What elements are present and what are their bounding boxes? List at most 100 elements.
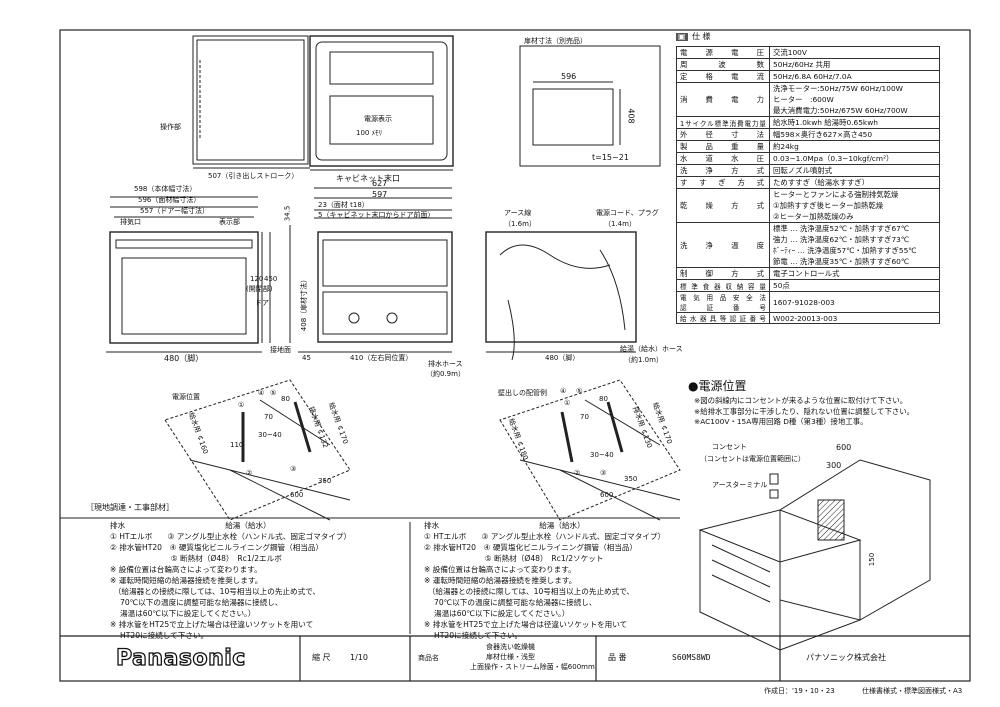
cord-len: （1.4m） (604, 220, 636, 228)
sheet-border (59, 29, 971, 682)
spec-key: 消 費 電 力 (676, 82, 770, 117)
spec-value: 電子コントロール式 (769, 267, 940, 280)
piping-right-n3: ③ (600, 469, 607, 477)
piping-right-d350: 350 (624, 475, 638, 483)
outlet-label-2: （コンセントは電源位置範囲に） (700, 455, 805, 463)
side-dim-597: 597 (372, 190, 388, 199)
model-label: 品 番 (608, 653, 627, 662)
piping-left-n2: ② (246, 469, 253, 477)
spec-value: ヒーターとファンによる強制排気乾燥 ①加熱すすぎ後ヒーター加熱乾燥 ②ヒーター加… (769, 188, 940, 223)
piping-left-d80: 80 (281, 395, 290, 403)
product-name-3: 上面操作・ストリーム除菌・幅600mm (470, 663, 595, 671)
maker-name: パナソニック株式会社 (806, 653, 886, 662)
piping-left-d600: 600 (290, 491, 304, 499)
side-dim-410: 410（左右同位置） (350, 354, 413, 362)
site-left-note-7: HT20に接続して下さい。 (110, 631, 209, 640)
power-hatched-zone (817, 499, 845, 541)
spec-key: 電気用品安全法 認 証 番 号 (676, 291, 770, 313)
spec-row: 洗 浄 方 式回転ノズル噴射式 (676, 164, 940, 177)
spec-value: 洗浄モーター:50Hz/75W 60Hz/100W ヒーター :600W 最大消… (769, 82, 940, 117)
piping-left-d70: 70 (264, 413, 273, 421)
piping-right-n4: ④ (560, 387, 567, 395)
piping-left-floor (164, 379, 351, 521)
site-right-row-3: ⑤ 断熱材（Ø48） Rc1/2ソケット (424, 554, 604, 563)
power-note-1: ※図の斜線内にコンセントが来るような位置に取付けて下さい。 (694, 396, 908, 405)
site-right-row-1: ① HTエルボ ③ アングル型止水栓（ハンドル式、固定ゴマタイプ） (424, 532, 666, 541)
power-note-2: ※給排水工事部分に干渉したり、隠れない位置に調整して下さい。 (694, 406, 915, 416)
spec-key: 定 格 電 流 (676, 70, 770, 83)
piping-right-d70: 70 (580, 413, 589, 421)
spec-value: 交流100V (769, 46, 940, 59)
site-right-note-7: HT20に接続して下さい。 (424, 631, 523, 640)
drawer-stroke: 507（引き出しストローク） (208, 172, 299, 180)
spec-key: 制 御 方 式 (676, 267, 770, 280)
spec-row: 乾 燥 方 式ヒーターとファンによる強制排気乾燥 ①加熱すすぎ後ヒーター加熱乾燥… (676, 188, 940, 223)
top-view-body (309, 35, 454, 167)
cord-label: 電源コード、プラグ (596, 209, 659, 217)
spec-key: 給水器具等認証番号 (676, 312, 770, 324)
panel-display-label: 電源表示 (364, 115, 392, 123)
feed-hose-len: （約1.0m） (624, 356, 663, 364)
spec-value: ためすすぎ（給湯水すすぎ） (769, 176, 940, 189)
drain-hose-len: （約0.9m） (426, 370, 465, 378)
scale-value: 1/10 (350, 653, 368, 662)
piping-right-d80: 80 (599, 395, 608, 403)
door-material-panel (532, 88, 614, 146)
spec-key: 外 径 寸 法 (676, 128, 770, 141)
earth-len: （1.6m） (504, 220, 536, 228)
site-right-row-2: ② 排水管HT20 ④ 硬質塩化ビニルライニング鋼管（相当品） (424, 543, 638, 552)
front-dim-345: 34.5 (283, 205, 292, 222)
site-right: 排水給湯（給水） ① HTエルボ ③ アングル型止水栓（ハンドル式、固定ゴマタイ… (424, 520, 665, 641)
spec-row: 洗 浄 温 度標準 … 洗浄温度52℃・加熱すすぎ67℃ 強力 … 洗浄温度62… (676, 222, 940, 268)
spec-key: す す ぎ 方 式 (676, 176, 770, 189)
piping-right-n1: ① (564, 399, 571, 407)
piping-right-title: 壁出しの配管例 (498, 389, 547, 397)
spec-key: 乾 燥 方 式 (676, 188, 770, 223)
side-dim-627: 627 (372, 179, 388, 188)
piping-left-title: 電源位置 (172, 393, 200, 401)
site-left-row-3: ⑤ 断熱材（Ø48） Rc1/2エルボ (110, 554, 282, 563)
piping-left-n1: ① (238, 401, 245, 409)
panasonic-logo: Panasonic (115, 646, 246, 671)
spec-key: 製 品 重 量 (676, 140, 770, 153)
site-title: ［現地調達・工事部材］ (86, 503, 174, 512)
front-dim-450: 450 (264, 275, 278, 283)
top-view-drawer (192, 35, 309, 165)
door-material-width: 596 (561, 72, 577, 81)
spec-value: 50Hz/6.8A 60Hz/7.0A (769, 70, 940, 83)
door-label: ドア (255, 299, 269, 307)
site-left-row-2: ② 排水管HT20 ④ 硬質塩化ビニルライニング鋼管（相当品） (110, 543, 324, 552)
power-d300: 300 (826, 461, 842, 470)
piping-right-floor (499, 379, 681, 521)
front-dim-408: 408（扉材寸法） (300, 275, 309, 332)
piping-left-d350: 350 (318, 477, 332, 485)
spec-key: 周 波 数 (676, 58, 770, 71)
spec-key: 標準食器収納容量 (676, 279, 770, 292)
front-dim-598: 598（本体幅寸法） (134, 185, 197, 193)
power-d600: 600 (836, 443, 852, 452)
product-name-label: 商品名 (418, 654, 439, 662)
floor-label: 接地面 (270, 346, 291, 354)
site-right-note-4: 70℃以下の温度に調整可能な給湯器に接続し、 (424, 598, 597, 607)
side-dim-5: 5（キャビネット末口からドア前面） (318, 211, 435, 219)
site-left-note-3: （給湯器との接続に際しては、10号相当以上の先止め式で、 (110, 587, 321, 596)
piping-left-d110: 110 (230, 441, 244, 449)
earth-terminal-label: アースターミナル (712, 481, 768, 489)
site-left-drain-hd: 排水 (110, 521, 126, 530)
front-dim-557: 557（ドアー幅寸法） (140, 207, 209, 215)
spec-key: 電 源 電 圧 (676, 46, 770, 59)
product-name-1: 食器洗い乾燥機 (486, 643, 535, 651)
site-left-feed-hd: 給湯（給水） (225, 521, 271, 530)
date-label: 作成日：'19・10・23 (764, 687, 835, 695)
side-dim-23: 23（面材 t18） (318, 201, 369, 209)
spec-row: 制 御 方 式電子コントロール式 (676, 267, 940, 280)
site-right-drain-hd: 排水 (424, 521, 440, 530)
spec-key: 洗 浄 温 度 (676, 222, 770, 268)
outlet-label: コンセント (712, 443, 747, 451)
spec-row: 製 品 重 量約24kg (676, 140, 940, 153)
front-dim-120: 120 (250, 275, 264, 283)
power-d150: 150 (868, 552, 877, 567)
